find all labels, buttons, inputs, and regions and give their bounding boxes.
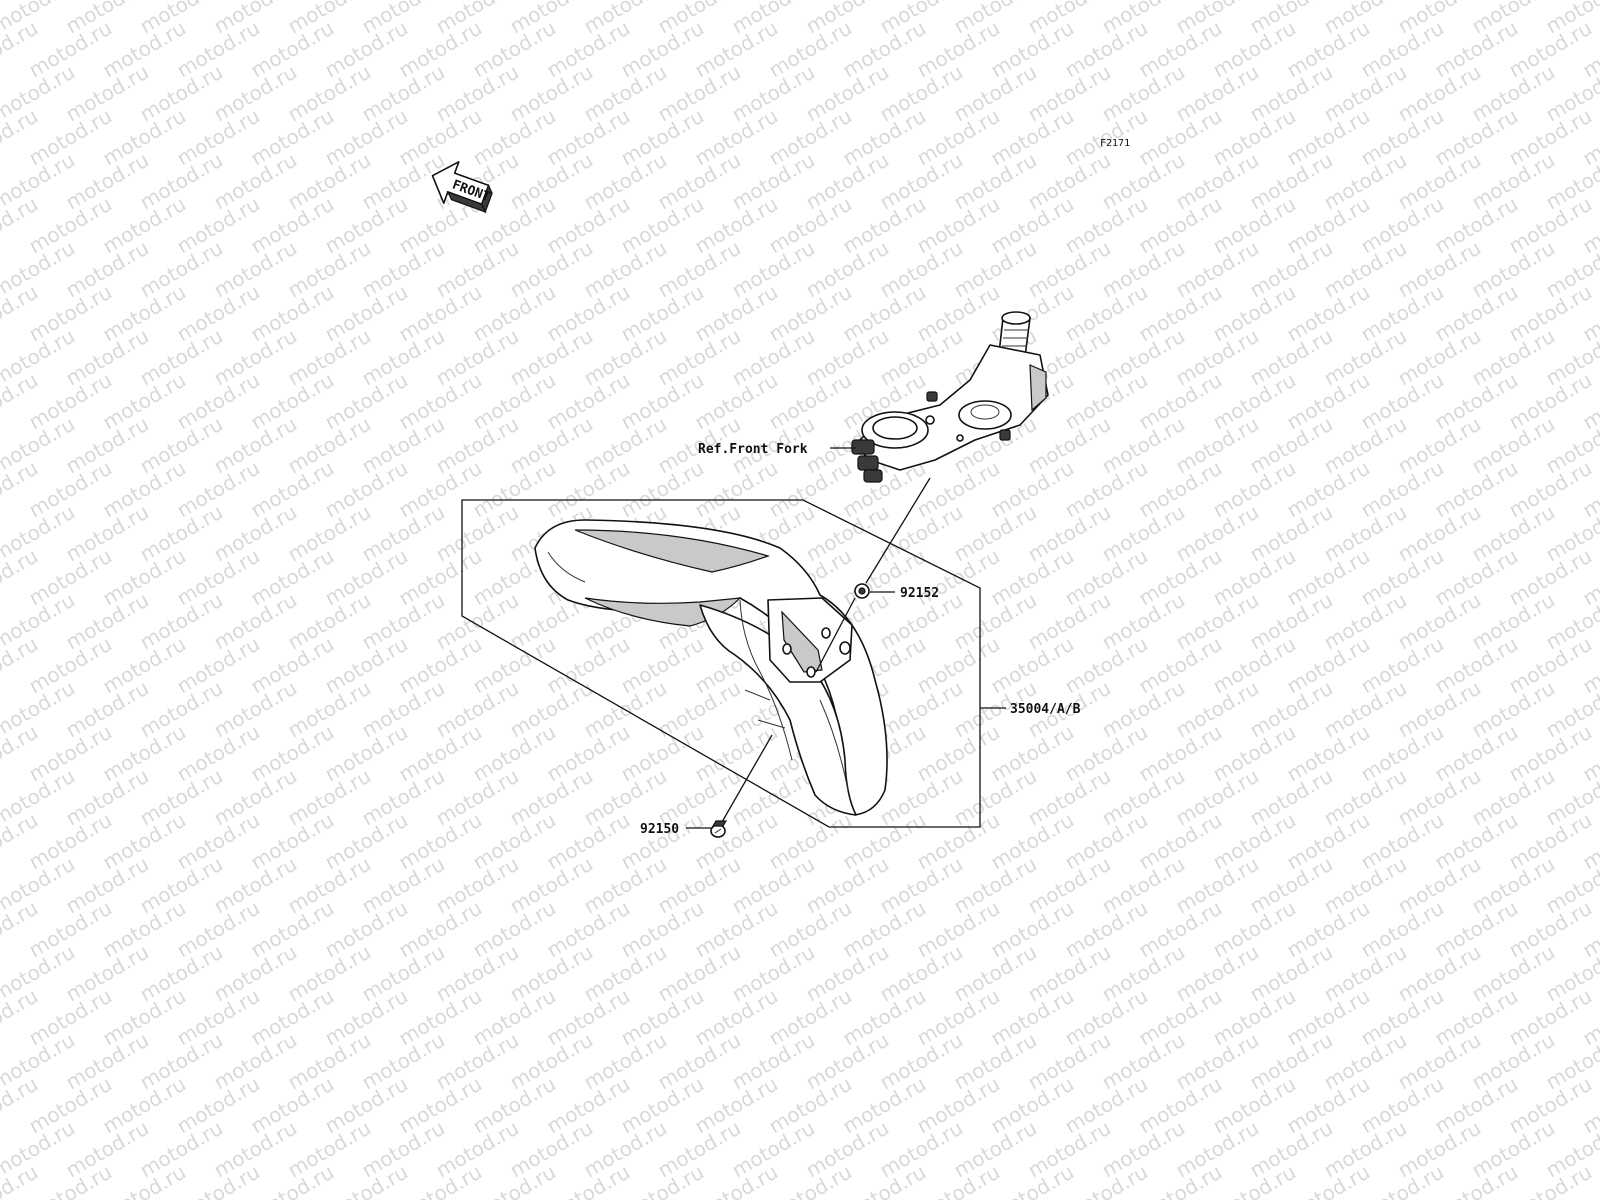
front-arrow-icon: FRONT <box>431 161 493 214</box>
assembly-group-box <box>461 499 981 828</box>
leader-nut-to-fender <box>815 597 856 673</box>
leader-nut-to-clamp <box>865 477 931 584</box>
steering-stem-bracket <box>851 311 1049 483</box>
callout-fender: 35004/A/B <box>1010 702 1081 717</box>
leader-bolt <box>721 734 773 823</box>
front-fender <box>534 519 888 816</box>
bolt-icon <box>710 820 728 838</box>
callout-bolt: 92150 <box>640 822 679 837</box>
nut-icon <box>854 583 870 599</box>
callout-nut: 92152 <box>900 586 939 601</box>
callout-ref-front-fork: Ref.Front Fork <box>698 442 808 457</box>
figure-code: F2171 <box>1100 138 1130 149</box>
